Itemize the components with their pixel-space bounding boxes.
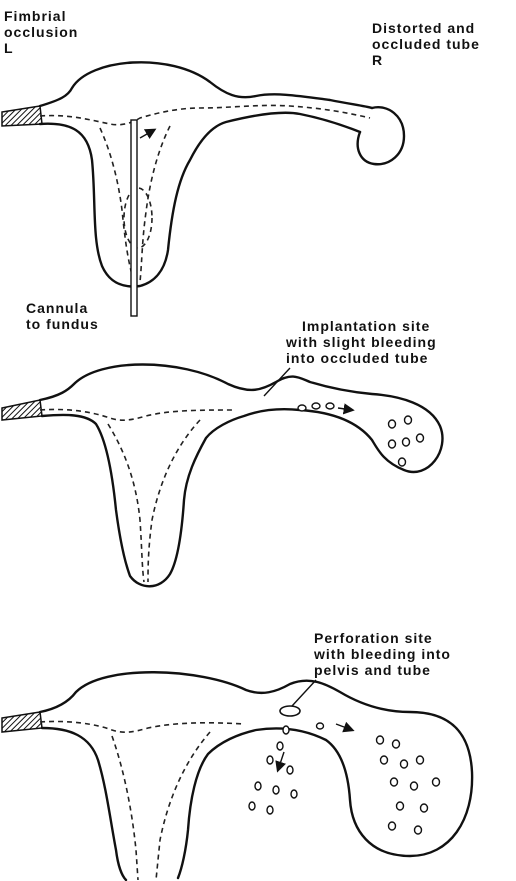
label-line: pelvis and tube	[314, 662, 451, 678]
label-line: into occluded tube	[286, 350, 437, 366]
uterus-outline	[40, 365, 442, 587]
perforation-leader-line	[292, 680, 316, 706]
cannula-arrow	[140, 130, 154, 138]
pelvis-arrow	[278, 752, 284, 770]
left-tube-stump	[2, 712, 42, 732]
label-line: Implantation site	[286, 318, 437, 334]
label-line: Perforation site	[314, 630, 451, 646]
left-tube-stump	[2, 400, 42, 420]
tube-arrow	[336, 724, 352, 730]
perforation-site	[280, 706, 300, 716]
left-tube-stump	[2, 106, 42, 126]
label-line: occlusion	[4, 24, 78, 40]
diagram-2-implantation	[2, 365, 442, 587]
uterine-cavity-dashed	[40, 105, 370, 124]
diagram-1-fimbrial-occlusion	[2, 62, 404, 316]
label-line: L	[4, 40, 78, 56]
label-line: Cannula	[26, 300, 99, 316]
implantation-leader-line	[264, 368, 290, 396]
label-cannula: Cannula to fundus	[26, 300, 99, 332]
uterine-cavity-dashed	[40, 721, 244, 732]
label-distorted-tube: Distorted and occluded tube R	[372, 20, 480, 68]
label-perforation-site: Perforation site with bleeding into pelv…	[314, 630, 451, 678]
label-line: with bleeding into	[314, 646, 451, 662]
uterus-outline	[40, 672, 472, 880]
label-line: R	[372, 52, 480, 68]
label-fimbrial-occlusion: Fimbrial occlusion L	[4, 8, 78, 56]
right-tube-bulb	[358, 107, 404, 164]
uterus-outline	[40, 62, 372, 286]
label-line: to fundus	[26, 316, 99, 332]
label-line: Distorted and	[372, 20, 480, 36]
label-line: Fimbrial	[4, 8, 78, 24]
label-line: occluded tube	[372, 36, 480, 52]
cannula	[131, 120, 137, 316]
blood-drops	[249, 723, 440, 834]
diagram-3-perforation	[2, 672, 472, 880]
label-implantation-site: Implantation site with slight bleeding i…	[286, 318, 437, 366]
label-line: with slight bleeding	[286, 334, 437, 350]
drop-arrow	[338, 408, 352, 410]
